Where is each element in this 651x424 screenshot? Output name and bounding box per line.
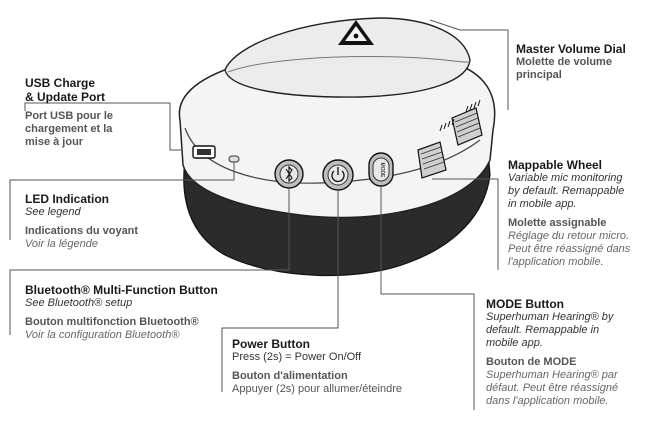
callout-lines: [9, 19, 509, 410]
bluetooth-title: Bluetooth® Multi-Function Button: [25, 283, 218, 297]
usb-title-line1: USB Charge: [25, 76, 96, 90]
mappable-wheel-sub-1: Variable mic monitoring: [508, 172, 623, 185]
bluetooth-sub: See Bluetooth® setup: [25, 297, 133, 310]
mode-fr-1: Superhuman Hearing® par: [486, 369, 618, 382]
mappable-wheel-fr-3: l'application mobile.: [508, 255, 604, 268]
mappable-wheel-fr-2: Peut être réassigné dans: [508, 243, 631, 255]
led-indicator: [228, 155, 240, 163]
mappable-wheel-sub-2: by default. Remappable: [508, 185, 625, 198]
mode-sub-3: mobile app.: [486, 337, 543, 350]
mode-sub-1: Superhuman Hearing® by: [486, 311, 614, 324]
bluetooth-fr-sub: Voir la configuration Bluetooth®: [25, 329, 180, 342]
power-fr-title: Bouton d'alimentation: [232, 370, 348, 383]
usb-title-line2: & Update Port: [25, 90, 106, 105]
led-fr-title: Indications du voyant: [25, 225, 139, 238]
bluetooth-icon: [285, 165, 293, 183]
mode-fr-title: Bouton de MODE: [486, 356, 577, 369]
mode-sub-2: default. Remappable in: [486, 324, 600, 337]
power-title: Power Button: [232, 337, 310, 351]
mode-button[interactable]: MODE: [368, 152, 394, 187]
led-sub: See legend: [25, 206, 81, 219]
mappable-wheel[interactable]: [417, 141, 447, 179]
mode-title: MODE Button: [486, 297, 564, 311]
led-title: LED Indication: [25, 192, 109, 206]
usb-fr-line2: chargement et la: [25, 123, 113, 136]
led-fr-sub: Voir la légende: [25, 238, 98, 251]
usb-fr-line1: Port USB pour le: [25, 110, 114, 123]
bluetooth-fr-title: Bouton multifonction Bluetooth®: [25, 316, 199, 329]
master-volume-callout: Master Volume Dial Molette de volume pri…: [516, 42, 646, 82]
master-volume-fr-line1: Molette de volume: [516, 56, 612, 69]
power-icon: [331, 170, 345, 183]
power-fr-sub: Appuyer (2s) pour allumer/éteindre: [232, 383, 402, 396]
bluetooth-callout: Bluetooth® Multi-Function Button See Blu…: [25, 283, 235, 342]
led-callout: LED Indication See legend Indications du…: [25, 192, 205, 251]
mode-fr-3: dans l'application mobile.: [486, 394, 609, 407]
master-volume-fr-line2: principal: [516, 69, 562, 82]
usb-fr-line3: mise à jour: [25, 136, 84, 149]
master-volume-title: Master Volume Dial: [516, 42, 626, 56]
top-dome: [224, 17, 471, 98]
mappable-wheel-sub-3: in mobile app.: [508, 198, 577, 211]
mappable-wheel-callout: Mappable Wheel Variable mic monitoring b…: [508, 158, 648, 269]
mappable-wheel-fr-1: Réglage du retour micro.: [508, 230, 630, 243]
usb-callout: USB Charge & Update Port Port USB pour l…: [25, 76, 185, 149]
mappable-wheel-title: Mappable Wheel: [508, 158, 603, 172]
power-callout: Power Button Press (2s) = Power On/Off B…: [232, 337, 452, 396]
power-sub: Press (2s) = Power On/Off: [232, 351, 362, 364]
mappable-wheel-fr-title: Molette assignable: [508, 217, 607, 230]
mode-button-text: MODE: [379, 163, 385, 179]
mode-fr-2: défaut. Peut être réassigné: [486, 382, 619, 394]
bluetooth-button[interactable]: [274, 159, 304, 189]
mode-callout: MODE Button Superhuman Hearing® by defau…: [486, 297, 646, 408]
power-button[interactable]: [322, 159, 354, 191]
master-volume-dial[interactable]: [451, 107, 483, 146]
